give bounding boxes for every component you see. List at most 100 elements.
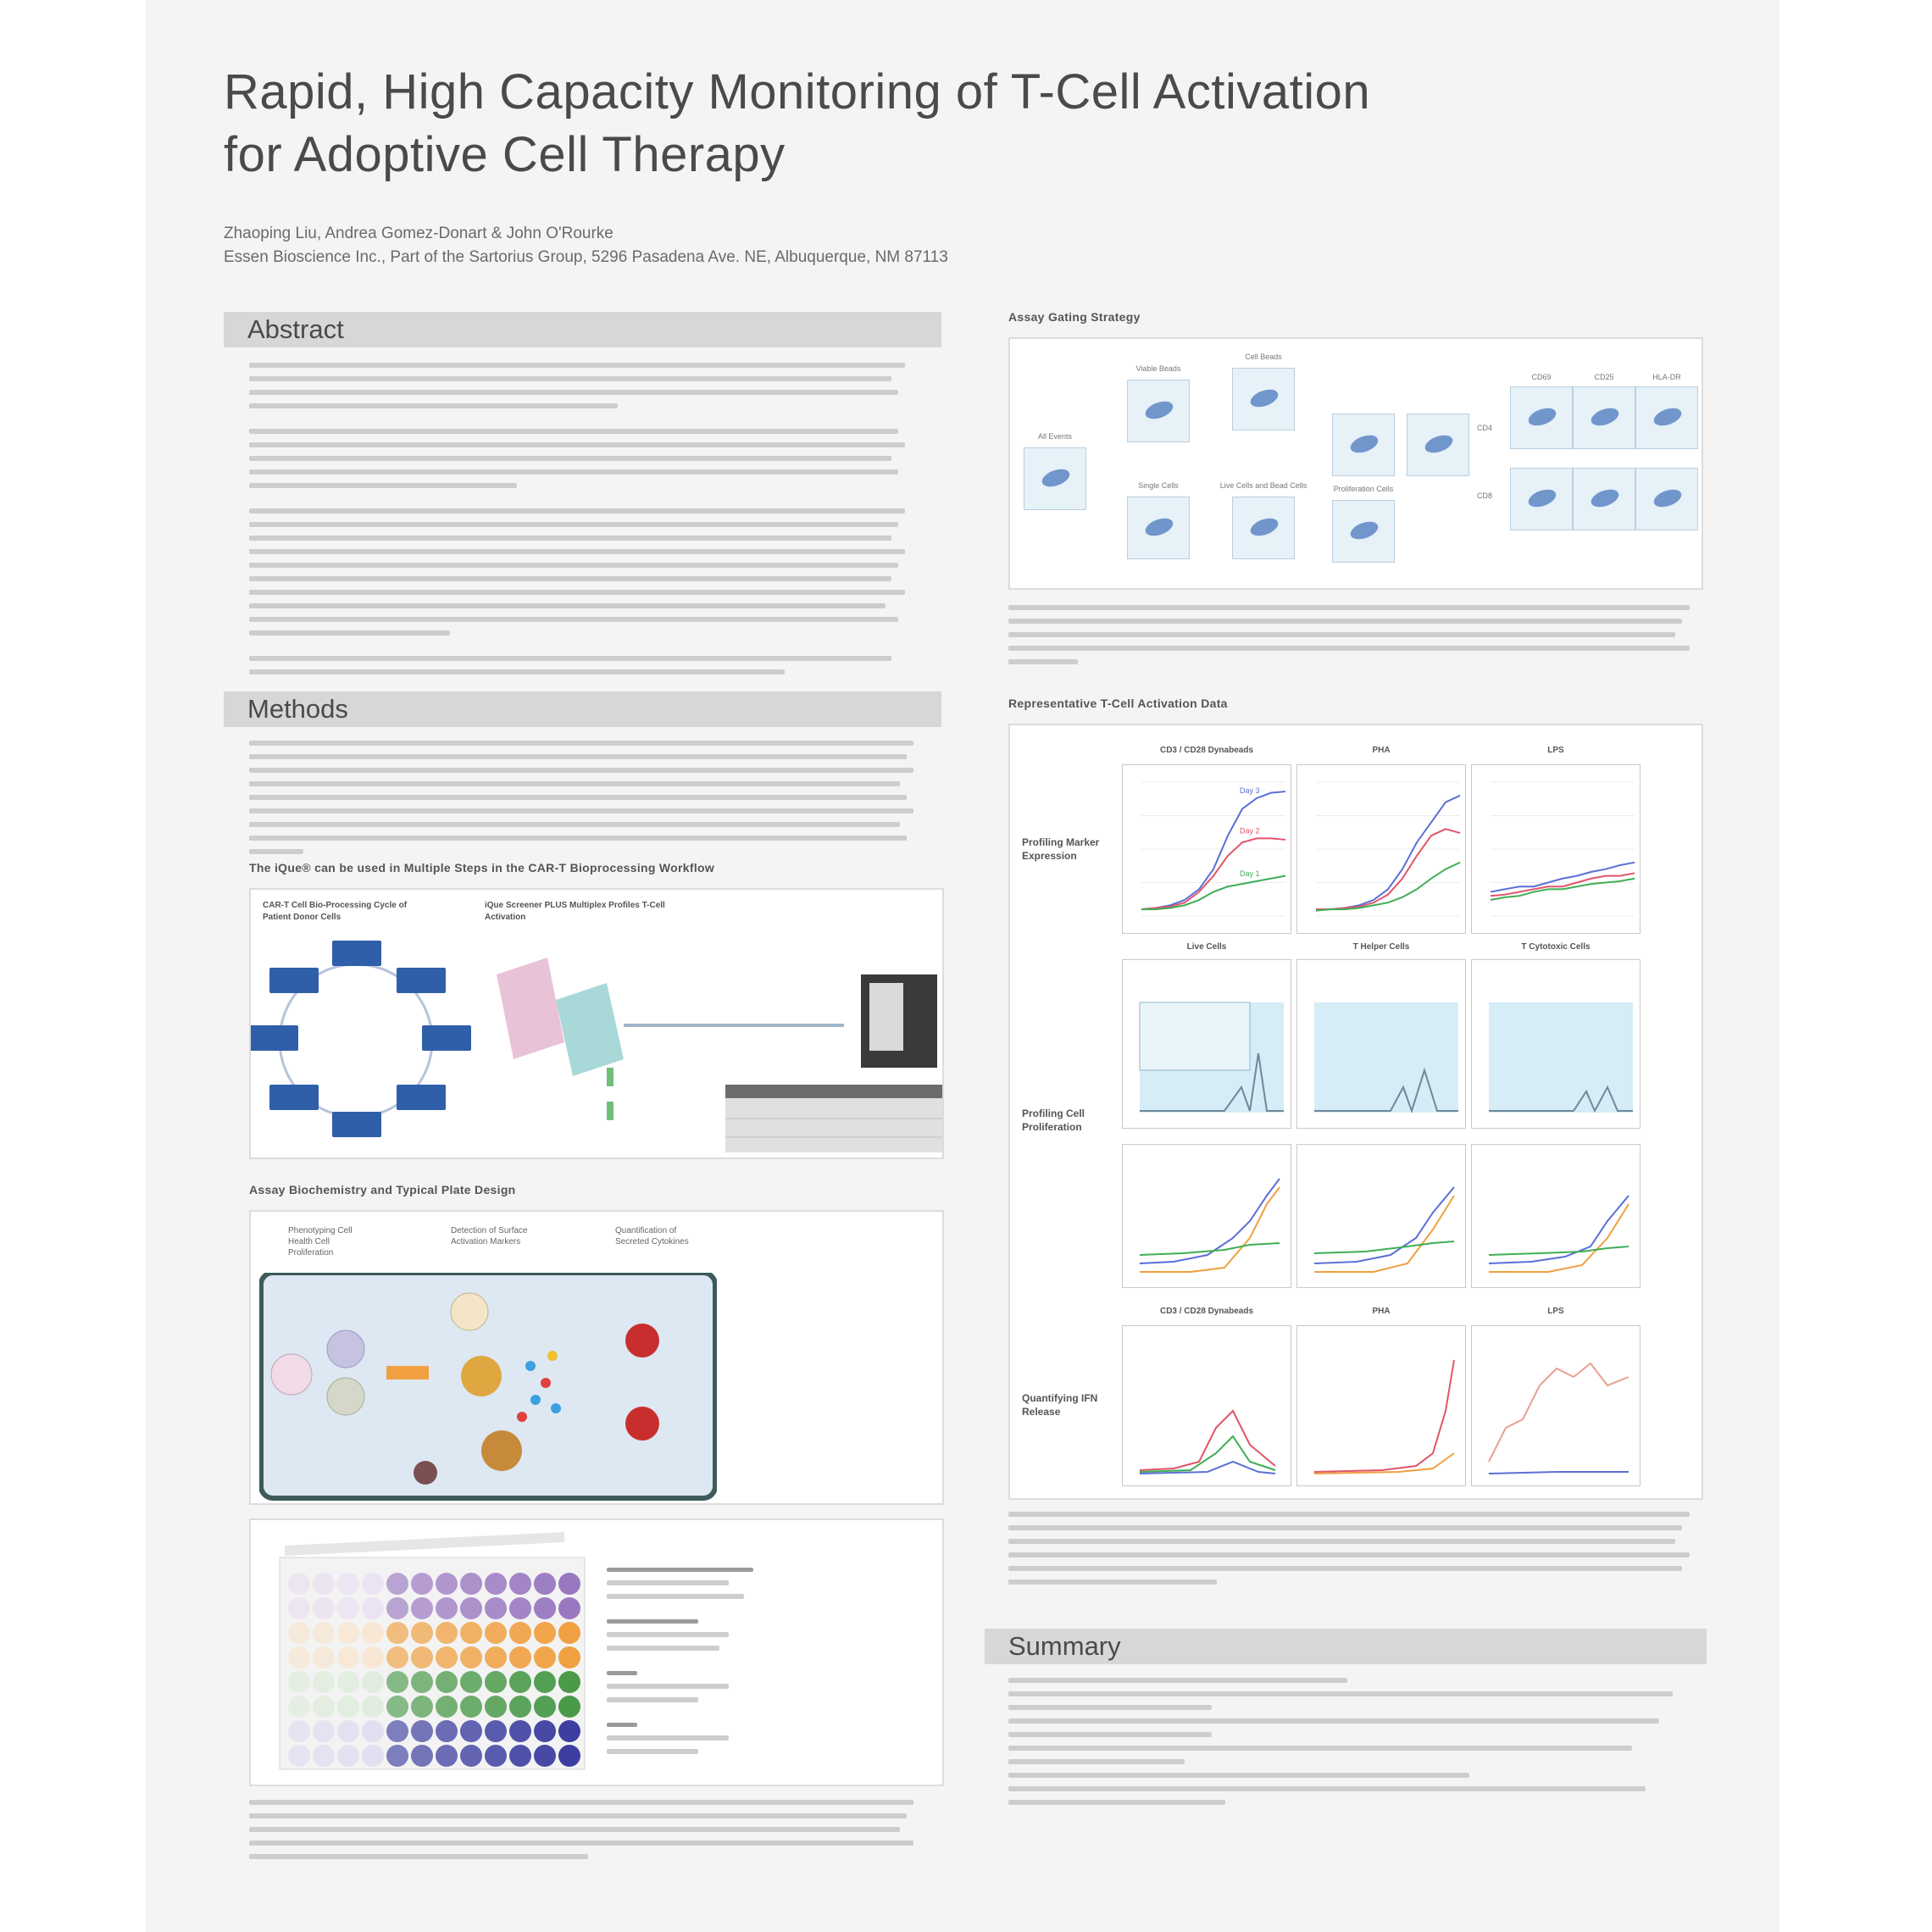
poster: Rapid, High Capacity Monitoring of T-Cel… — [146, 0, 1779, 1932]
chart-title: PHA — [1372, 1307, 1391, 1316]
plate-well — [558, 1622, 580, 1644]
plate-well — [534, 1696, 556, 1718]
plate-well — [362, 1597, 384, 1619]
gating-label: CD4 — [1476, 424, 1492, 432]
gating-label: CD69 — [1531, 373, 1552, 381]
plate-well — [558, 1646, 580, 1668]
gating-plot — [1127, 380, 1190, 442]
plate-well — [534, 1646, 556, 1668]
assay-subheading: Assay Biochemistry and Typical Plate Des… — [249, 1183, 516, 1196]
gating-label: Cell Beads — [1245, 353, 1282, 361]
plate-well — [460, 1646, 482, 1668]
assay-col3-label: Quantification of Secreted Cytokines — [615, 1226, 689, 1246]
chart-title: Live Cells — [1186, 942, 1227, 952]
assay-col2-label: Detection of Surface Activation Markers — [451, 1226, 528, 1246]
plate-well — [509, 1671, 531, 1693]
row-label-ifn: Quantifying IFN Release — [1022, 1392, 1098, 1418]
plate-well — [337, 1622, 359, 1644]
plate-well — [288, 1646, 310, 1668]
plate-well — [313, 1671, 335, 1693]
plate-well — [534, 1597, 556, 1619]
gating-label: Single Cells — [1138, 481, 1179, 490]
gating-plot — [1024, 447, 1086, 510]
assay-col1-label: Phenotyping Cell Health Cell Proliferati… — [288, 1226, 353, 1257]
summary-text — [1008, 1678, 1686, 1813]
plate-well — [411, 1671, 433, 1693]
representative-figure: Profiling Marker Expression Profiling Ce… — [1008, 724, 1703, 1500]
plate-well — [485, 1597, 507, 1619]
plate-well — [485, 1573, 507, 1595]
series-line-0 — [1141, 791, 1286, 911]
plate-well — [411, 1597, 433, 1619]
marker-chart-pha — [1296, 764, 1466, 934]
series-line-1 — [1316, 828, 1461, 911]
plate-well — [337, 1696, 359, 1718]
plate-well — [509, 1720, 531, 1742]
representative-caption — [1008, 1512, 1703, 1593]
author-block: Zhaoping Liu, Andrea Gomez-Donart & John… — [224, 222, 1241, 269]
gating-plot — [1510, 386, 1573, 449]
series-line-1 — [1490, 872, 1635, 897]
plate-legend — [607, 1568, 759, 1763]
plate-well — [386, 1696, 408, 1718]
gating-figure: All Events Viable Beads Cell Beads Singl… — [1008, 337, 1703, 590]
proliferation-histogram — [1122, 959, 1291, 1129]
chart-title: LPS — [1547, 746, 1564, 755]
gating-plot — [1332, 414, 1395, 476]
gating-plot — [1232, 368, 1295, 430]
chart-title: T Cytotoxic Cells — [1521, 942, 1591, 952]
plate-well — [288, 1745, 310, 1767]
proliferation-histogram — [1471, 959, 1641, 1129]
plate-well — [313, 1597, 335, 1619]
series-line-0 — [1490, 861, 1635, 893]
plate-well — [313, 1573, 335, 1595]
plate-well — [436, 1646, 458, 1668]
summary-heading: Summary — [985, 1629, 1707, 1664]
plate-well — [460, 1696, 482, 1718]
plate-well — [288, 1573, 310, 1595]
plate-well — [288, 1696, 310, 1718]
plate-well — [534, 1720, 556, 1742]
gating-plot — [1127, 497, 1190, 559]
series-line-2 — [1490, 877, 1635, 902]
chart-title: CD3 / CD28 Dynabeads — [1159, 746, 1254, 755]
plate-well — [288, 1597, 310, 1619]
plate-well — [411, 1745, 433, 1767]
workflow-left-title: CAR-T Cell Bio-Processing Cycle of Patie… — [263, 901, 408, 922]
plate-well — [534, 1671, 556, 1693]
plate-well — [436, 1671, 458, 1693]
plate-well — [337, 1745, 359, 1767]
plate-well — [337, 1646, 359, 1668]
plate-well — [509, 1646, 531, 1668]
gating-plot — [1573, 468, 1635, 530]
plate-well — [558, 1573, 580, 1595]
plate-well — [313, 1720, 335, 1742]
plate-well — [411, 1720, 433, 1742]
authors: Zhaoping Liu, Andrea Gomez-Donart & John… — [224, 225, 613, 242]
plate-well — [460, 1745, 482, 1767]
series-label: Day 1 — [1240, 869, 1260, 878]
plate-well — [485, 1745, 507, 1767]
plate-well — [386, 1597, 408, 1619]
chart-title: CD3 / CD28 Dynabeads — [1159, 1307, 1254, 1316]
proliferation-curve — [1296, 1144, 1466, 1288]
plate-well — [411, 1646, 433, 1668]
series-line-2 — [1141, 874, 1286, 911]
plate-well — [509, 1696, 531, 1718]
plate-well — [411, 1696, 433, 1718]
plate-well — [313, 1622, 335, 1644]
ifn-chart-pha — [1296, 1325, 1466, 1486]
plate-well — [337, 1720, 359, 1742]
cycle-step-box — [397, 1085, 446, 1110]
plate-well — [362, 1622, 384, 1644]
cycle-step-box — [269, 968, 319, 993]
chart-title: LPS — [1547, 1307, 1564, 1316]
abstract-heading: Abstract — [224, 312, 941, 347]
gating-plot — [1232, 497, 1295, 559]
plate-well — [534, 1745, 556, 1767]
plate-well — [509, 1597, 531, 1619]
cycle-step-box — [332, 1112, 381, 1137]
gating-plot — [1635, 468, 1698, 530]
proliferation-histogram — [1296, 959, 1466, 1129]
